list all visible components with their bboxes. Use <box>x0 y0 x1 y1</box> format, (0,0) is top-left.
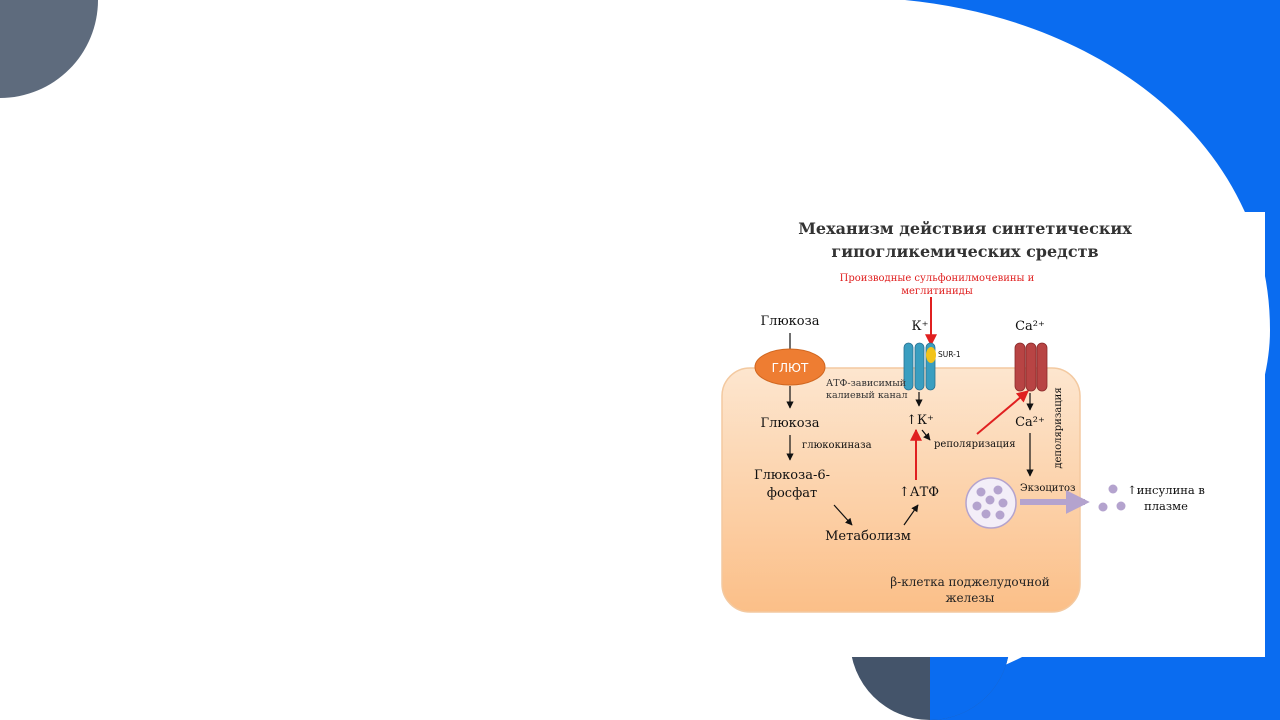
k-to-repolarization-arrow <box>921 429 931 441</box>
top-left-corner-circle <box>0 0 98 98</box>
insulin-mechanism-diagram: Механизм действия синтетических гипоглик… <box>721 219 1205 613</box>
diagram-panel: Механизм действия синтетических гипоглик… <box>672 212 1265 657</box>
potassium-inside-label: ↑К⁺ <box>906 413 934 428</box>
drug-label-line1: Производные сульфонилмочевины и <box>840 273 1035 284</box>
katp-label-line1: АТФ-зависимый <box>826 378 906 389</box>
katp-label-line2: калиевый канал <box>826 390 907 401</box>
g6p-to-metabolism-arrow <box>833 504 853 526</box>
sur1-label: SUR-1 <box>938 350 961 359</box>
katp-channel <box>903 342 936 391</box>
depolarization-label: деполяризация <box>1053 387 1064 468</box>
repolarization-to-ca-red-arrow <box>976 390 1029 435</box>
insulin-plasma-line1: ↑инсулина в <box>1127 483 1205 497</box>
glucose-outside-label: Глюкоза <box>761 314 820 329</box>
insulin-plasma-line2: плазме <box>1144 499 1188 513</box>
metabolism-label: Метаболизм <box>825 529 911 544</box>
diagram-title-line2: гипогликемических средств <box>831 242 1098 261</box>
glucokinase-label: глюкокиназа <box>802 440 872 451</box>
repolarization-label: реполяризация <box>934 439 1016 450</box>
diagram-title-line1: Механизм действия синтетических <box>798 219 1132 238</box>
calcium-inside-label: Ca²⁺ <box>1015 415 1045 430</box>
g6p-label-line2: фосфат <box>767 486 817 501</box>
atp-label: ↑АТФ <box>899 485 939 500</box>
drug-label-line2: меглитиниды <box>901 286 973 297</box>
glut-label: ГЛЮТ <box>772 361 809 375</box>
glut-transporter <box>754 348 826 386</box>
calcium-outside-label: Ca²⁺ <box>1015 319 1045 334</box>
calcium-channel <box>1014 342 1048 392</box>
cell-label-line1: β-клетка поджелудочной <box>890 575 1050 589</box>
exocytosis-label: Экзоцитоз <box>1020 483 1075 494</box>
cell-label-line2: железы <box>946 591 995 605</box>
insulin-vesicle <box>965 477 1017 529</box>
metabolism-to-atp-arrow <box>903 504 919 526</box>
released-insulin-dots <box>1098 484 1126 512</box>
potassium-outside-label: К⁺ <box>912 319 929 334</box>
glucose-inside-label: Глюкоза <box>761 416 820 431</box>
g6p-label-line1: Глюкоза-6- <box>754 468 830 483</box>
